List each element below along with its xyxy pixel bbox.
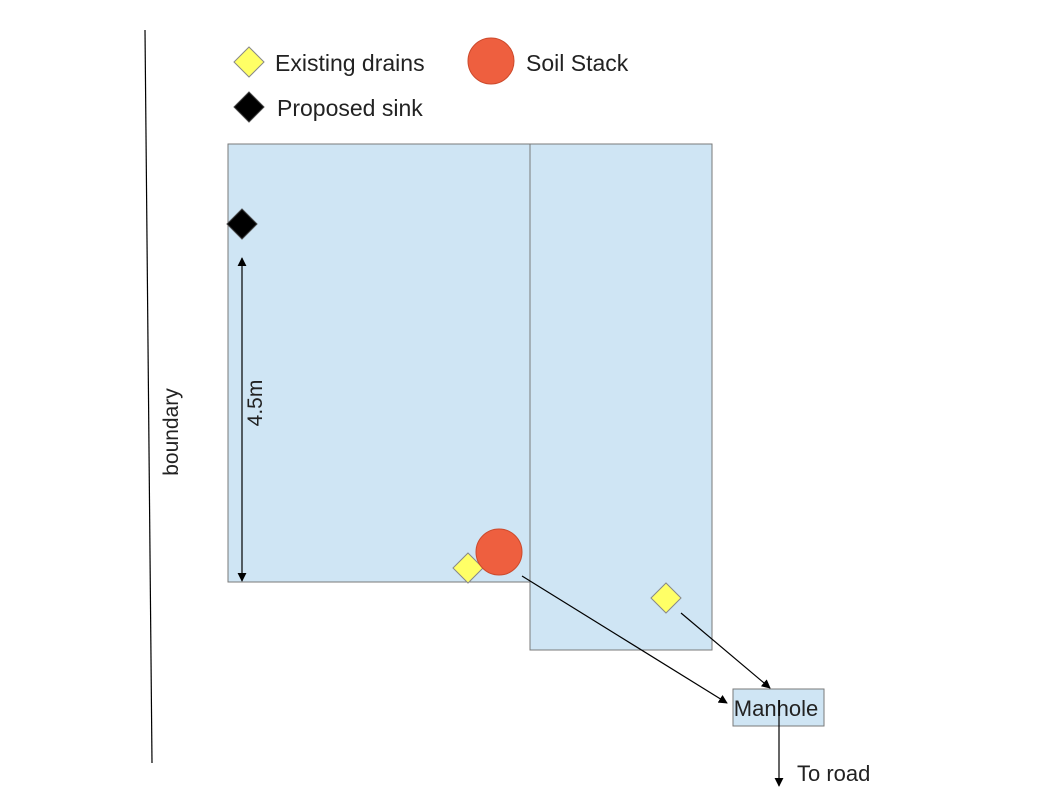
existing-drain-icon-2	[650, 582, 682, 614]
soil-stack-icon	[475, 528, 523, 576]
drain-to-manhole-arrow	[680, 612, 771, 689]
room-right	[529, 143, 713, 651]
existing-drain-icon-1	[452, 552, 484, 584]
legend-sink-icon	[233, 91, 265, 123]
proposed-sink-icon	[226, 208, 258, 240]
legend-sink-label: Proposed sink	[277, 95, 423, 121]
boundary-line	[144, 29, 153, 764]
legend-soil-stack-label: Soil Stack	[526, 50, 629, 76]
dimension-label: 4.5m	[244, 380, 267, 427]
legend: Existing drains Soil Stack Proposed sink	[233, 37, 629, 123]
legend-drain-icon	[233, 46, 265, 78]
to-road-label: To road	[797, 761, 870, 786]
legend-soil-stack-icon	[467, 37, 515, 85]
room-left	[227, 143, 531, 583]
legend-drain-label: Existing drains	[275, 50, 425, 76]
stack-to-manhole-arrow	[521, 575, 728, 704]
boundary-label: boundary	[160, 388, 183, 476]
manhole-label: Manhole	[734, 696, 818, 721]
